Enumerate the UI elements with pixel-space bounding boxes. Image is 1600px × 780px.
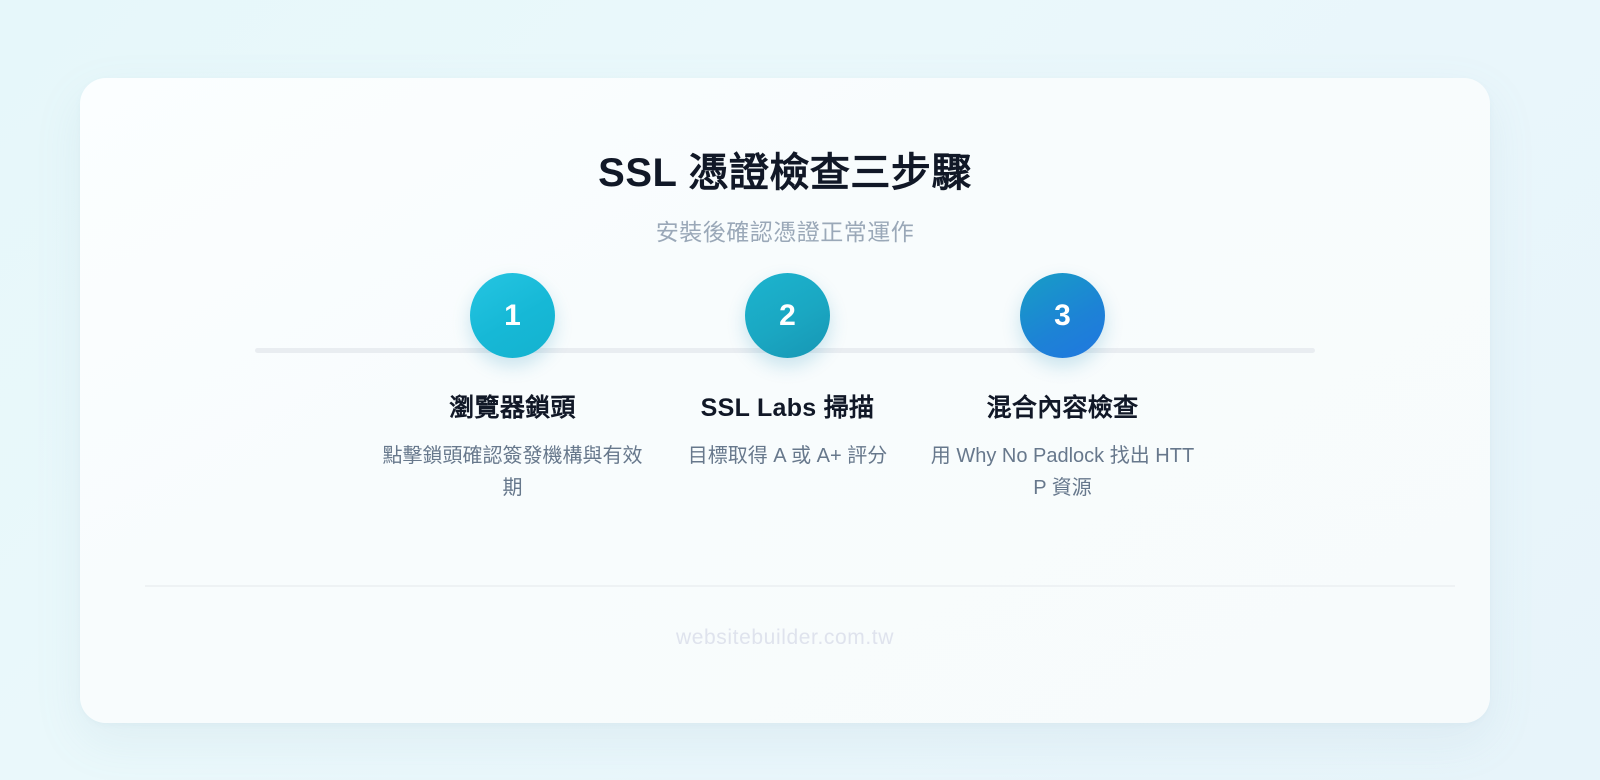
- step-number-2: 2: [779, 298, 796, 332]
- step-description-2: 目標取得 A 或 A+ 評分: [687, 445, 888, 467]
- step-item-2: 2 SSL Labs 掃描 目標取得 A 或 A+ 評分: [650, 273, 925, 472]
- page-title: SSL 憑證檢查三步驟: [598, 151, 972, 195]
- footer-brand: websitebuilder.com.tw: [675, 626, 895, 649]
- step-number-badge-3: 3: [1020, 273, 1105, 358]
- step-number-badge-2: 2: [745, 273, 830, 358]
- step-description-1: 點擊鎖頭確認簽發機構與有效期: [382, 445, 643, 499]
- step-title-3: 混合內容檢查: [986, 394, 1139, 422]
- infographic-card: SSL 憑證檢查三步驟 安裝後確認憑證正常運作 1 瀏覽器鎖頭 點擊鎖頭確認簽發…: [80, 78, 1490, 723]
- step-number-1: 1: [504, 298, 521, 332]
- footer-divider: [145, 585, 1455, 587]
- step-title-1: 瀏覽器鎖頭: [449, 394, 576, 422]
- step-description-3: 用 Why No Padlock 找出 HTTP 資源: [930, 445, 1195, 499]
- steps-section: 1 瀏覽器鎖頭 點擊鎖頭確認簽發機構與有效期 2 SSL Labs 掃描 目標取…: [80, 273, 1490, 563]
- step-title-2: SSL Labs 掃描: [700, 394, 875, 422]
- card-inner: SSL 憑證檢查三步驟 安裝後確認憑證正常運作 1 瀏覽器鎖頭 點擊鎖頭確認簽發…: [80, 78, 1490, 723]
- step-item-1: 1 瀏覽器鎖頭 點擊鎖頭確認簽發機構與有效期: [375, 273, 650, 504]
- step-number-badge-1: 1: [470, 273, 555, 358]
- page-subtitle: 安裝後確認憑證正常運作: [655, 219, 915, 245]
- steps-list: 1 瀏覽器鎖頭 點擊鎖頭確認簽發機構與有效期 2 SSL Labs 掃描 目標取…: [375, 273, 1200, 504]
- step-number-3: 3: [1054, 298, 1071, 332]
- step-item-3: 3 混合內容檢查 用 Why No Padlock 找出 HTTP 資源: [925, 273, 1200, 504]
